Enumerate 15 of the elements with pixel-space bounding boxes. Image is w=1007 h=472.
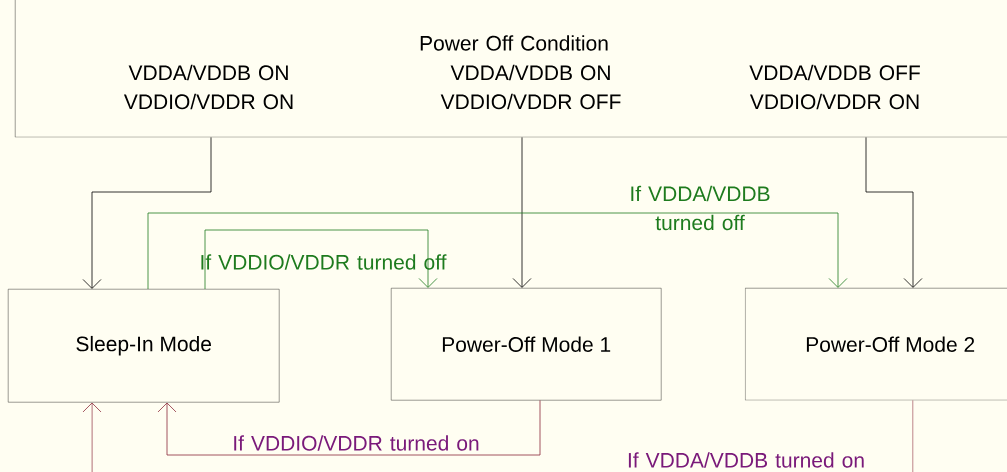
edge-label: If VDDA/VDDB turned on: [628, 452, 864, 468]
arrow: [865, 137, 923, 288]
mode-box: Power-Off Mode 2: [745, 288, 1007, 401]
edge-label: If VDDIO/VDDR turned on: [234, 435, 479, 451]
mode-box: Sleep-In Mode: [8, 289, 280, 403]
condition-box: Power Off Condition VDDA/VDDB ON VDDIO/VDDR ON VDDA/VDDB ON VDDIO/VDDR OFF VDDA/VDDB OFF VDDIO/VDDR ON: [15, 0, 1007, 138]
edge-label: If VDDIO/VDDR turned off: [201, 254, 447, 270]
arrow: [512, 137, 532, 288]
arrow: [82, 137, 212, 289]
arrow: [147, 212, 848, 290]
arrow: [157, 400, 541, 456]
arrow: [82, 400, 914, 472]
edge-label: If VDDA/VDDB turned off: [631, 185, 770, 231]
mode-box: Power-Off Mode 1: [391, 288, 662, 401]
arrow: [204, 229, 438, 290]
